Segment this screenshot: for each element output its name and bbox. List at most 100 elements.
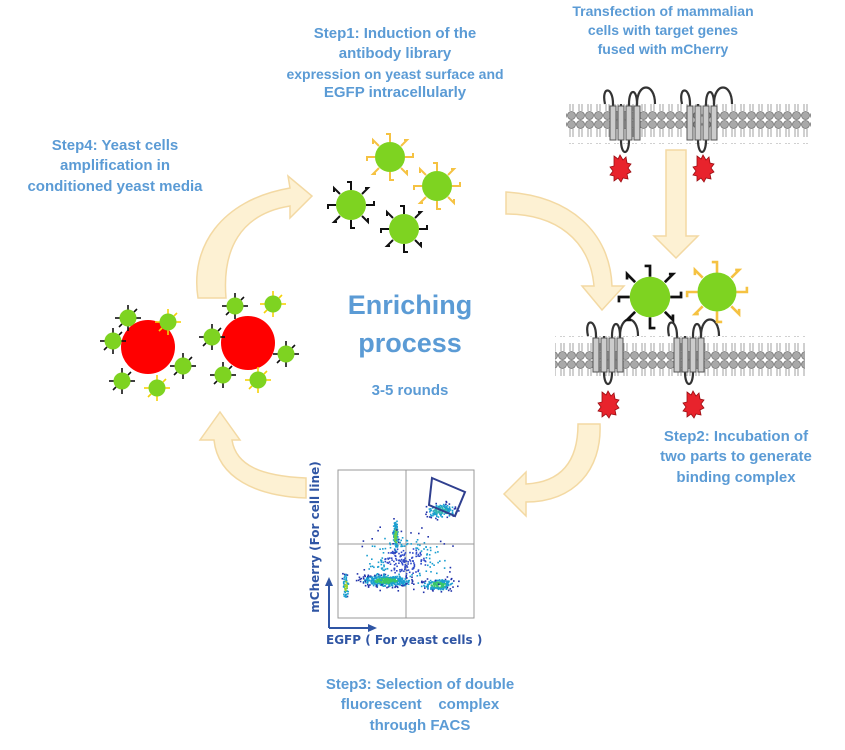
facs-event-dot	[405, 576, 407, 578]
facs-event-dot	[345, 583, 347, 586]
facs-event-dot	[439, 510, 441, 512]
step2-line3: binding complex	[676, 468, 796, 486]
facs-event-dot	[358, 576, 361, 579]
facs-event-dot	[398, 579, 401, 581]
facs-event-dot	[395, 584, 397, 586]
facs-event-dot	[372, 578, 375, 580]
facs-event-dot	[437, 583, 440, 586]
facs-event-dot	[430, 581, 433, 584]
facs-event-dot	[415, 547, 417, 549]
facs-event-dot	[375, 577, 377, 579]
facs-event-dot	[366, 578, 369, 581]
facs-event-dot	[447, 584, 449, 586]
facs-event-dot	[400, 561, 403, 564]
facs-event-dot	[404, 564, 407, 566]
facs-event-dot	[402, 560, 405, 562]
facs-event-dot	[405, 580, 408, 582]
facs-event-dot	[449, 509, 452, 511]
facs-event-dot	[405, 572, 408, 575]
facs-event-dot	[412, 548, 415, 550]
facs-event-dot	[404, 565, 406, 568]
facs-event-dot	[404, 568, 406, 571]
facs-event-dot	[342, 582, 345, 584]
center-title: Enriching process	[320, 287, 500, 363]
facs-event-dot	[451, 582, 454, 585]
facs-event-dot	[399, 583, 401, 585]
facs-event-dot	[374, 545, 376, 548]
facs-event-dot	[413, 567, 415, 569]
step1-yeast-cluster	[327, 133, 461, 253]
facs-event-dot	[442, 586, 445, 588]
facs-event-dot	[410, 543, 412, 545]
facs-dots	[341, 500, 460, 598]
facs-event-dot	[389, 585, 391, 587]
facs-event-dot	[394, 521, 397, 524]
facs-event-dot	[458, 510, 460, 512]
facs-event-dot	[446, 505, 449, 507]
facs-event-dot	[429, 561, 432, 564]
facs-event-dot	[423, 584, 425, 587]
facs-event-dot	[423, 559, 425, 562]
facs-event-dot	[380, 579, 382, 581]
facs-event-dot	[429, 549, 432, 552]
facs-event-dot	[429, 510, 432, 512]
facs-event-dot	[379, 526, 381, 528]
facs-event-dot	[416, 547, 419, 549]
facs-event-dot	[380, 581, 382, 583]
facs-event-dot	[424, 582, 426, 585]
facs-event-dot	[430, 588, 432, 590]
facs-event-dot	[441, 580, 443, 582]
facs-event-dot	[443, 505, 445, 508]
facs-event-dot	[444, 512, 447, 514]
facs-event-dot	[421, 527, 423, 529]
facs-event-dot	[441, 584, 444, 587]
facs-event-dot	[435, 512, 437, 515]
facs-event-dot	[445, 500, 447, 503]
facs-event-dot	[444, 586, 447, 589]
facs-event-dot	[437, 505, 439, 508]
facs-event-dot	[435, 513, 438, 516]
facs-event-dot	[369, 563, 371, 565]
facs-event-dot	[446, 508, 449, 510]
facs-event-dot	[377, 529, 379, 532]
facs-event-dot	[439, 504, 441, 507]
facs-event-dot	[453, 508, 456, 510]
facs-event-dot	[425, 513, 427, 516]
facs-event-dot	[430, 509, 432, 512]
facs-event-dot	[417, 543, 419, 546]
facs-event-dot	[434, 513, 436, 516]
step1-line4: EGFP intracellularly	[323, 84, 467, 102]
facs-event-dot	[412, 560, 414, 562]
facs-event-dot	[393, 528, 396, 531]
facs-event-dot	[411, 576, 413, 578]
facs-event-dot	[443, 513, 446, 515]
facs-event-dot	[446, 576, 449, 578]
facs-event-dot	[441, 587, 443, 589]
facs-event-dot	[403, 570, 405, 572]
facs-event-dot	[381, 568, 383, 570]
facs-event-dot	[384, 576, 387, 579]
facs-event-dot	[427, 536, 429, 538]
facs-event-dot	[343, 593, 345, 596]
facs-event-dot	[446, 581, 448, 584]
transfection-membrane	[566, 86, 811, 183]
facs-event-dot	[342, 572, 344, 575]
facs-event-dot	[419, 574, 421, 577]
facs-event-dot	[419, 544, 421, 547]
facs-event-dot	[394, 585, 397, 587]
facs-event-dot	[384, 547, 387, 550]
facs-gate	[427, 476, 467, 518]
facs-event-dot	[439, 560, 441, 562]
arrow-step3-to-step4	[198, 410, 307, 499]
step4-cell-clusters	[99, 290, 300, 402]
facs-event-dot	[400, 530, 403, 533]
facs-event-dot	[382, 577, 385, 580]
facs-event-dot	[346, 590, 348, 592]
facs-event-dot	[391, 552, 394, 554]
facs-event-dot	[395, 557, 397, 560]
facs-event-dot	[435, 502, 437, 505]
facs-event-dot	[395, 551, 398, 553]
facs-event-dot	[366, 577, 368, 580]
facs-event-dot	[386, 577, 388, 580]
facs-event-dot	[362, 581, 365, 583]
